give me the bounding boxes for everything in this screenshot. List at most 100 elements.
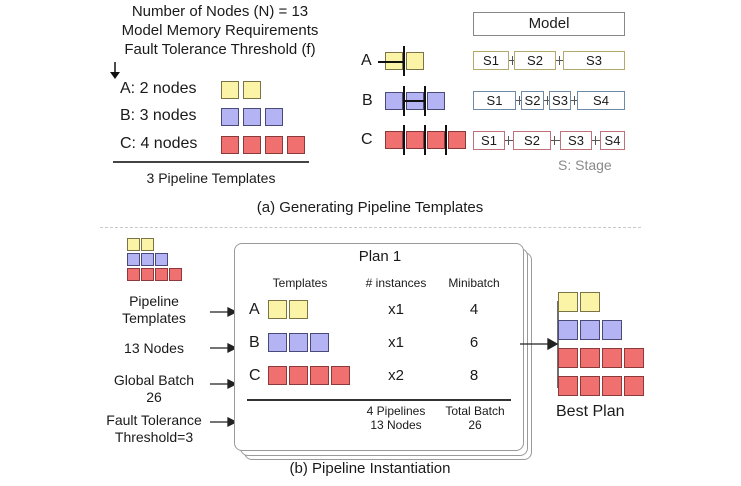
input-fault-tolerance: Fault Tolerance Threshold (f) — [124, 41, 316, 58]
node-block — [243, 81, 261, 99]
summary-batch-value: 26 — [468, 418, 482, 432]
best-plan-node-block — [580, 320, 600, 340]
stage-connector — [516, 100, 521, 101]
input-line: 13 Nodes — [124, 340, 184, 356]
stage-box: S2 — [514, 51, 556, 70]
node-block — [406, 52, 424, 70]
node-block — [310, 366, 329, 385]
summary-nodes: 13 Nodes — [370, 418, 422, 432]
stage-connector — [509, 60, 514, 61]
stage-cut-line — [424, 86, 426, 116]
stage-connector — [592, 140, 600, 141]
mini-node-block — [141, 238, 154, 251]
node-block — [287, 136, 305, 154]
mini-node-block — [127, 268, 140, 281]
partition-pointer — [403, 100, 425, 102]
input-line: Global Batch — [113, 372, 195, 388]
best-plan-node-block — [624, 376, 644, 396]
best-plan-node-block — [580, 292, 600, 312]
input-line: Threshold=3 — [114, 429, 194, 445]
plan-card[interactable]: Plan 1 Templates # instances Minibatch A… — [234, 243, 524, 451]
mini-node-block — [127, 238, 140, 251]
section-separator — [100, 227, 641, 228]
partition-pointer — [378, 61, 404, 63]
node-block — [427, 131, 445, 149]
plan-summary-batch: Total Batch 26 — [435, 404, 515, 432]
input-nodes: 13 Nodes — [100, 340, 208, 356]
node-block — [289, 333, 308, 352]
node-block — [265, 108, 283, 126]
plan-row-instances: x2 — [388, 367, 404, 384]
node-block — [243, 136, 261, 154]
node-block — [243, 108, 261, 126]
mini-node-block — [169, 268, 182, 281]
mini-node-block — [141, 268, 154, 281]
stage-connector-tick — [574, 96, 575, 105]
stage-cut-line — [403, 125, 405, 155]
plan-row-template-label: B — [249, 334, 260, 351]
plan-title: Plan 1 — [358, 248, 402, 265]
plan-row-template-label: C — [249, 367, 261, 384]
template-c-label: C: 4 nodes — [120, 135, 198, 152]
node-block — [427, 92, 445, 110]
node-block — [268, 300, 287, 319]
plan-row-instances: x1 — [388, 301, 404, 318]
stage-box: S3 — [549, 91, 571, 110]
input-line: Templates — [122, 310, 186, 326]
node-block — [310, 333, 329, 352]
node-block — [289, 366, 308, 385]
mini-node-block — [141, 253, 154, 266]
node-block — [406, 131, 424, 149]
node-block — [385, 92, 403, 110]
partition-b-label: B — [362, 92, 373, 109]
stage-box: S1 — [473, 51, 509, 70]
plan-row-minibatch: 8 — [469, 367, 479, 384]
node-block — [221, 81, 239, 99]
input-global-batch: Global Batch 26 — [96, 372, 212, 406]
best-plan-node-block — [558, 320, 578, 340]
plan-row-instances: x1 — [388, 334, 404, 351]
mini-node-block — [127, 253, 140, 266]
best-plan-node-block — [558, 292, 578, 312]
node-block — [268, 366, 287, 385]
stage-box: S4 — [600, 131, 625, 150]
stage-connector-tick — [547, 96, 548, 105]
input-pipeline-templates: Pipeline Templates — [100, 293, 208, 327]
node-block — [448, 131, 466, 149]
stage-connector — [505, 140, 513, 141]
stage-box: S1 — [473, 91, 516, 110]
stage-cut-line — [424, 125, 426, 155]
mini-node-block — [155, 268, 168, 281]
plan-row-template-label: A — [249, 301, 260, 318]
template-b-label: B: 3 nodes — [120, 107, 197, 124]
stage-box: S1 — [473, 131, 505, 150]
header-instances: # instances — [365, 276, 427, 290]
header-templates: Templates — [272, 276, 328, 290]
best-plan-node-block — [624, 348, 644, 368]
stage-cut-line — [403, 46, 405, 76]
stage-box: S3 — [560, 131, 592, 150]
down-arrow-icon — [110, 62, 120, 79]
node-block — [221, 108, 239, 126]
node-block — [268, 333, 287, 352]
stage-box: S3 — [563, 51, 625, 70]
best-plan-node-block — [558, 376, 578, 396]
stage-box: S4 — [577, 91, 625, 110]
plan-divider — [247, 399, 511, 401]
best-plan-node-block — [602, 348, 622, 368]
partition-c-label: C — [361, 131, 373, 148]
stage-box: S2 — [521, 91, 544, 110]
node-block — [385, 131, 403, 149]
stage-connector — [551, 140, 560, 141]
stage-cut-line — [445, 125, 447, 155]
stage-connector-tick — [595, 136, 596, 145]
input-fault-tolerance-b: Fault Tolerance Threshold=3 — [98, 412, 210, 446]
header-minibatch: Minibatch — [448, 276, 500, 290]
input-line: Fault Tolerance — [106, 412, 202, 428]
best-plan-node-block — [580, 376, 600, 396]
caption-b: (b) Pipeline Instantiation — [289, 460, 451, 477]
stage-connector-tick — [508, 136, 509, 145]
partition-a-label: A — [361, 52, 372, 69]
best-plan-node-block — [558, 348, 578, 368]
divider — [113, 161, 309, 163]
